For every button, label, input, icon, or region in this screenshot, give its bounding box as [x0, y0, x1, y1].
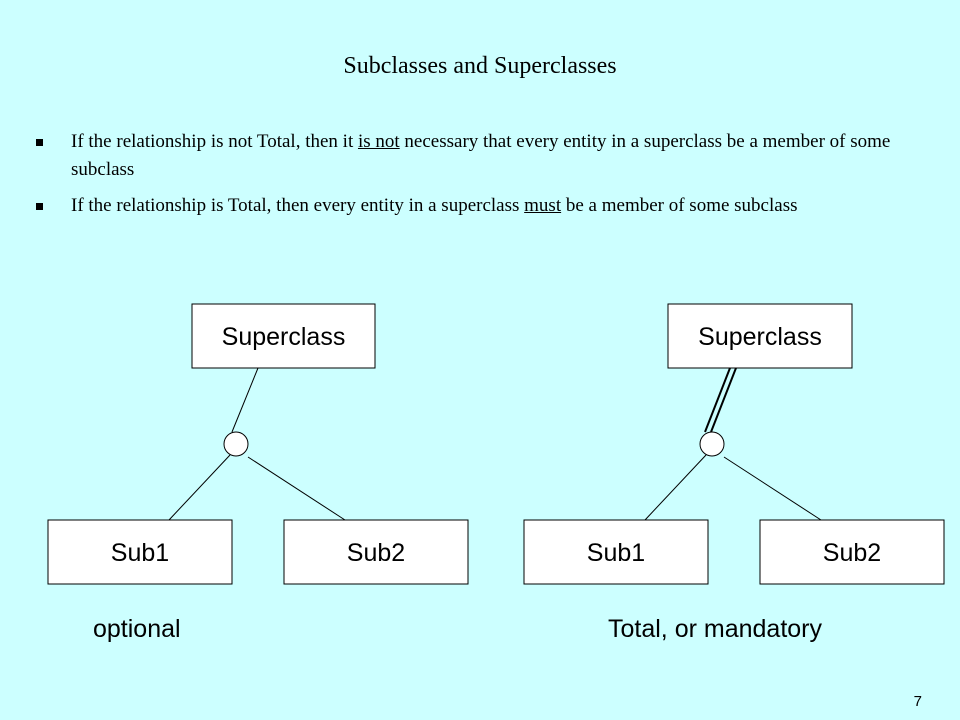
- total-caption: Total, or mandatory: [608, 615, 822, 643]
- sub1-connector-line: [168, 454, 231, 521]
- sub2-connector-line: [723, 456, 822, 521]
- superclass-label: Superclass: [222, 323, 346, 351]
- superclass-box: [667, 303, 853, 369]
- sub1-box: [523, 519, 709, 585]
- square-bullet-icon: [36, 203, 43, 210]
- bullet-text-before: If the relationship is Total, then every…: [71, 195, 525, 216]
- bullet-text-after: be a member of some subclass: [561, 195, 798, 216]
- sub1-label: Sub1: [111, 539, 169, 567]
- bullet-text-after: necessary that every entity in a supercl…: [71, 131, 891, 180]
- sub2-connector-line: [247, 456, 346, 521]
- superclass-box: [191, 303, 376, 369]
- bullet-text-emphasis: is not: [357, 131, 400, 152]
- bullet-text-before: If the relationship is not Total, then i…: [71, 131, 358, 152]
- page-number: 7: [913, 693, 922, 710]
- superclass-label: Superclass: [698, 323, 822, 351]
- total-diagram: Superclass Sub1 Sub2 Total, or mandatory: [523, 303, 945, 643]
- square-bullet-icon: [36, 139, 43, 146]
- bullet-text-emphasis: must: [524, 195, 562, 216]
- total-participation-line-a: [704, 367, 731, 433]
- specialization-circle: [699, 431, 725, 457]
- sub2-label: Sub2: [347, 539, 405, 567]
- slide-title: Subclasses and Superclasses: [343, 53, 617, 79]
- optional-caption: optional: [93, 615, 181, 643]
- sub1-connector-line: [644, 454, 707, 521]
- optional-diagram: Superclass Sub1 Sub2 optional: [47, 303, 469, 643]
- superclass-connector-line: [231, 367, 259, 433]
- sub2-box: [283, 519, 469, 585]
- bullet-item-total: If the relationship is Total, then every…: [36, 192, 916, 220]
- specialization-circle: [223, 431, 249, 457]
- bullet-item-not-total: If the relationship is not Total, then i…: [36, 128, 916, 184]
- bullet-list: If the relationship is not Total, then i…: [36, 128, 916, 228]
- sub1-box: [47, 519, 233, 585]
- sub2-label: Sub2: [823, 539, 881, 567]
- sub1-label: Sub1: [587, 539, 645, 567]
- sub2-box: [759, 519, 945, 585]
- total-participation-line-b: [710, 367, 737, 433]
